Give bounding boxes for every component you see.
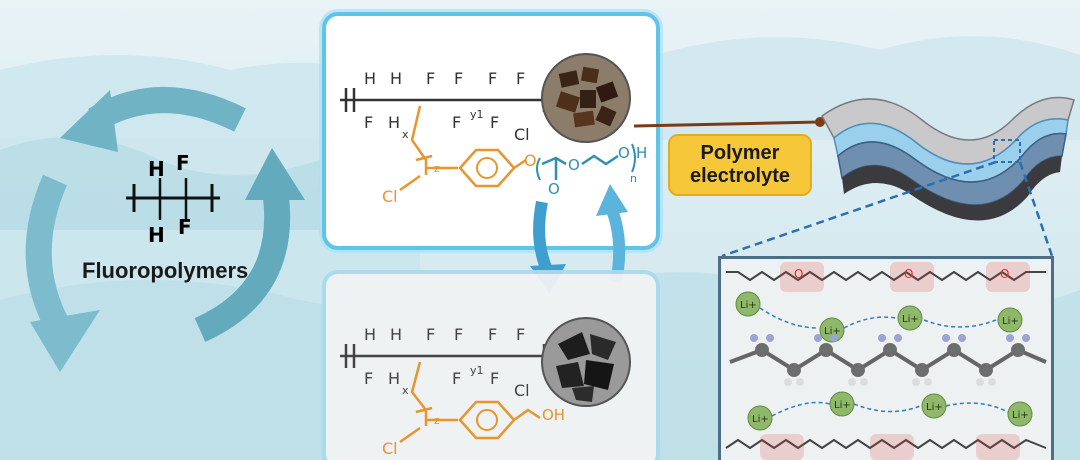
fluoropolymers-label: Fluoropolymers [82, 258, 249, 283]
svg-text:Cl: Cl [514, 381, 530, 400]
membrane-photo-icon [541, 53, 631, 143]
li-ion-icon: Li+ [1007, 401, 1033, 427]
svg-text:Li+: Li+ [824, 326, 841, 337]
svg-text:O: O [618, 144, 630, 162]
svg-text:O: O [1000, 267, 1009, 281]
cycle-arrow-icon [25, 87, 305, 372]
svg-text:F: F [516, 325, 525, 344]
svg-text:F: F [452, 113, 461, 132]
svg-text:Cl: Cl [382, 439, 398, 458]
svg-text:F: F [488, 325, 497, 344]
polymer-electrolyte-label: Polymer electrolyte [668, 134, 812, 196]
svg-text:x: x [402, 128, 409, 141]
svg-text:Li+: Li+ [834, 400, 851, 411]
svg-text:x: x [402, 384, 409, 397]
svg-text:Li+: Li+ [926, 402, 943, 413]
carbonate-group: O [780, 262, 824, 292]
svg-text:F: F [364, 113, 373, 132]
svg-text:Li+: Li+ [752, 414, 769, 425]
li-ion-icon: Li+ [747, 405, 773, 431]
svg-text:F: F [490, 369, 499, 388]
li-ion-icon: Li+ [997, 307, 1023, 333]
carbonate-group [870, 434, 914, 460]
recycle-loop [25, 87, 305, 372]
li-ion-icon: Li+ [829, 391, 855, 417]
pvdf-repeat-unit: H F H F [126, 151, 220, 247]
svg-text:Cl: Cl [514, 125, 530, 144]
label-line-1: Polymer [700, 142, 780, 164]
svg-text:OH: OH [542, 406, 565, 424]
svg-text:O: O [548, 180, 560, 198]
svg-text:F: F [454, 69, 463, 88]
membrane-photo-icon [541, 317, 631, 407]
svg-text:H: H [390, 69, 402, 88]
svg-text:F: F [516, 69, 525, 88]
svg-text:O: O [524, 151, 537, 170]
carbonate-group: O [986, 262, 1030, 292]
svg-text:Li+: Li+ [1002, 316, 1019, 327]
svg-text:F: F [452, 369, 461, 388]
zoom-lines [721, 160, 1054, 258]
svg-text:H: H [388, 369, 400, 388]
svg-text:n: n [630, 172, 637, 185]
atom-h: H [148, 223, 165, 247]
precursor-copolymer-structure: H H F H x F F F y1 F F F Cl y2 z Cl OH [340, 325, 574, 458]
li-ion-icon: Li+ [819, 317, 845, 343]
atom-f: F [176, 151, 190, 175]
li-ion-icon: Li+ [735, 291, 761, 317]
svg-text:H: H [364, 69, 376, 88]
svg-text:H: H [636, 144, 647, 162]
svg-text:F: F [426, 69, 435, 88]
flexible-battery-icon [821, 96, 1075, 221]
svg-text:H: H [364, 325, 376, 344]
li-ion-icon: Li+ [921, 393, 947, 419]
svg-text:O: O [568, 156, 580, 174]
svg-text:Li+: Li+ [740, 300, 757, 311]
svg-text:H: H [388, 113, 400, 132]
svg-text:y1: y1 [470, 364, 484, 377]
svg-text:F: F [454, 325, 463, 344]
svg-text:O: O [904, 267, 913, 281]
li-ion-icon: Li+ [897, 305, 923, 331]
svg-text:Li+: Li+ [902, 314, 919, 325]
svg-text:F: F [490, 113, 499, 132]
svg-text:Li+: Li+ [1012, 410, 1029, 421]
svg-text:F: F [364, 369, 373, 388]
atom-f: F [178, 215, 192, 239]
atom-h: H [148, 157, 165, 181]
ion-transport-schematic: O O O Li+ Li+ Li+ Li+ Li+ Li+ Li+ Li+ [725, 262, 1047, 460]
svg-text:y1: y1 [470, 108, 484, 121]
svg-text:H: H [390, 325, 402, 344]
svg-text:F: F [426, 325, 435, 344]
label-line-2: electrolyte [689, 165, 791, 187]
connector-line [633, 117, 825, 128]
svg-text:F: F [488, 69, 497, 88]
carbonate-group [976, 434, 1020, 460]
carbonate-group [760, 434, 804, 460]
carbonate-group: O [890, 262, 934, 292]
svg-text:Cl: Cl [382, 187, 398, 206]
svg-text:O: O [794, 267, 803, 281]
